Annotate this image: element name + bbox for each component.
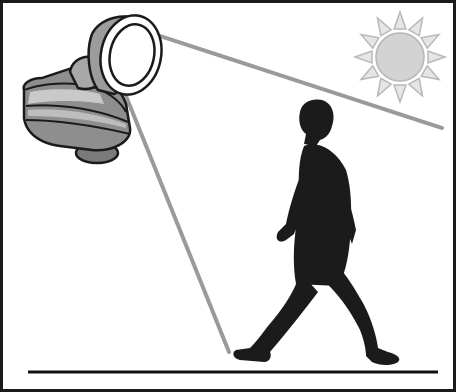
illustration-frame <box>0 0 456 392</box>
